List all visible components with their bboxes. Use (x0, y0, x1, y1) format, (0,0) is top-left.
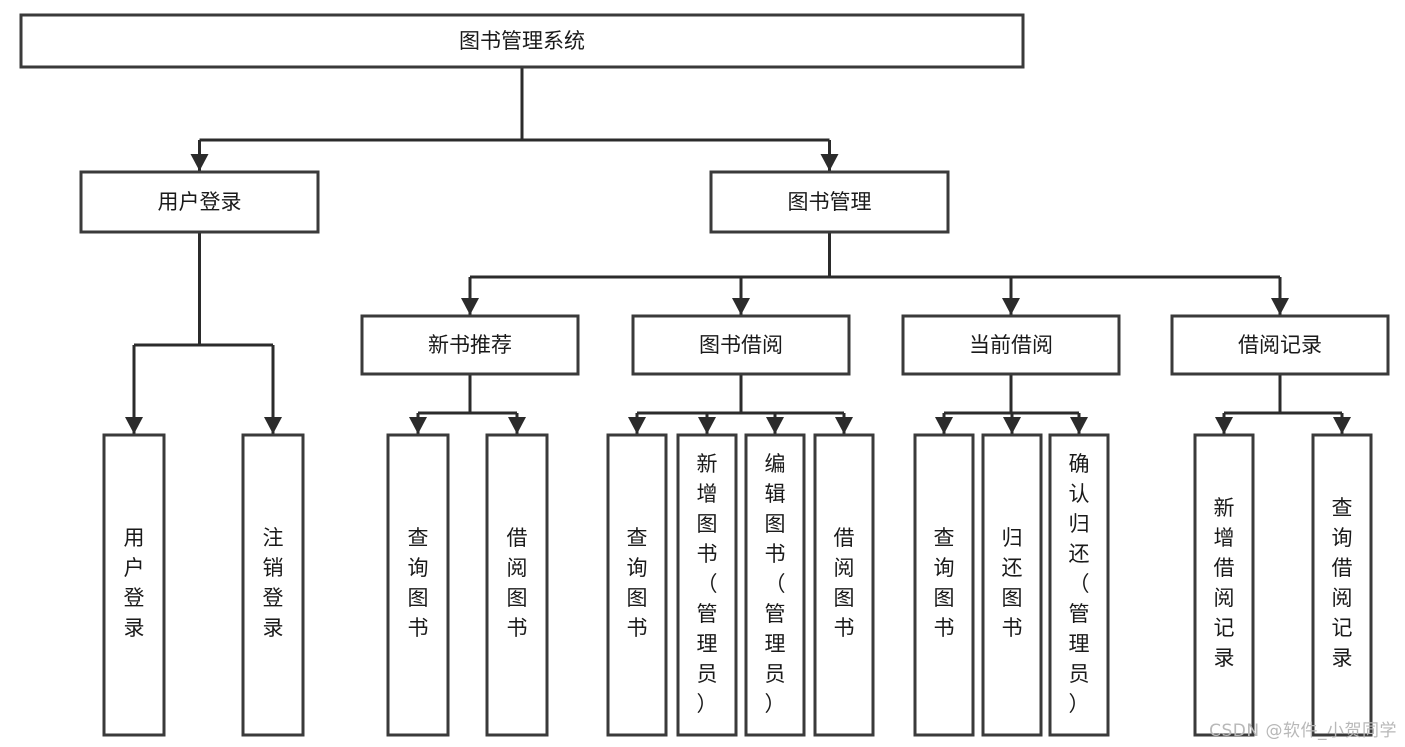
node-leaf-add-book-label: 新增图书（管理员） (697, 452, 718, 716)
node-leaf-add-record-label: 新增借阅记录 (1214, 496, 1235, 670)
node-current-borrow-box (901, 314, 1121, 376)
node-leaf-query-record[interactable]: 查询借阅记录 (1311, 433, 1373, 737)
node-current-borrow[interactable]: 当前借阅 (901, 314, 1121, 376)
node-book-borrow-label: 图书借阅 (699, 333, 783, 357)
node-leaf-query-record-box (1311, 433, 1373, 737)
arrow-head-icon (125, 417, 143, 434)
arrow-head-icon (766, 417, 784, 434)
node-leaf-borrow-book-1-label: 借阅图书 (507, 526, 528, 640)
node-leaf-confirm-return-box (1048, 433, 1110, 737)
node-leaf-query-book-1-label: 查询图书 (408, 526, 429, 640)
arrow-head-icon (409, 417, 427, 434)
node-leaf-borrow-book-2[interactable]: 借阅图书 (813, 433, 875, 737)
node-leaf-query-book-1[interactable]: 查询图书 (386, 433, 450, 737)
arrow-head-icon (835, 417, 853, 434)
node-leaf-logout[interactable]: 注销登录 (241, 433, 305, 737)
node-borrow-record-label: 借阅记录 (1238, 333, 1322, 357)
arrow-head-icon (698, 417, 716, 434)
node-leaf-add-record[interactable]: 新增借阅记录 (1193, 433, 1255, 737)
node-root-system-label: 图书管理系统 (459, 29, 585, 53)
node-leaf-add-book-box (676, 433, 738, 737)
node-current-borrow-label: 当前借阅 (969, 333, 1053, 357)
arrow-head-icon (1333, 417, 1351, 434)
node-leaf-confirm-return-label: 确认归还（管理员） (1069, 452, 1090, 716)
node-book-borrow[interactable]: 图书借阅 (631, 314, 851, 376)
node-leaf-confirm-return[interactable]: 确认归还（管理员） (1048, 433, 1110, 737)
arrow-head-icon (1271, 298, 1289, 315)
node-leaf-query-book-3-box (913, 433, 975, 737)
node-borrow-record[interactable]: 借阅记录 (1170, 314, 1390, 376)
node-leaf-borrow-book-2-label: 借阅图书 (834, 526, 855, 640)
node-leaf-borrow-book-2-box (813, 433, 875, 737)
arrow-head-icon (190, 154, 209, 171)
arrow-head-icon (1003, 417, 1021, 434)
arrow-head-icon (732, 298, 750, 315)
node-book-management-label: 图书管理 (788, 190, 872, 214)
node-book-borrow-box (631, 314, 851, 376)
arrow-head-icon (264, 417, 282, 434)
node-leaf-edit-book-label: 编辑图书（管理员） (765, 452, 786, 716)
node-leaf-add-record-box (1193, 433, 1255, 737)
node-leaf-query-book-1-box (386, 433, 450, 737)
node-root-system[interactable]: 图书管理系统 (19, 13, 1025, 69)
arrow-head-icon (1002, 298, 1020, 315)
node-book-management-box (709, 170, 950, 234)
node-root-system-box (19, 13, 1025, 69)
arrow-head-icon (508, 417, 526, 434)
node-leaf-add-book[interactable]: 新增图书（管理员） (676, 433, 738, 737)
node-leaf-query-book-3[interactable]: 查询图书 (913, 433, 975, 737)
node-leaf-query-book-2-box (606, 433, 668, 737)
node-leaf-user-login[interactable]: 用户登录 (102, 433, 166, 737)
arrow-head-icon (1215, 417, 1233, 434)
node-leaf-logout-label: 注销登录 (263, 526, 284, 640)
node-leaf-query-book-3-label: 查询图书 (934, 526, 955, 640)
node-user-login[interactable]: 用户登录 (79, 170, 320, 234)
node-leaf-edit-book[interactable]: 编辑图书（管理员） (744, 433, 806, 737)
node-leaf-edit-book-box (744, 433, 806, 737)
node-leaf-query-record-label: 查询借阅记录 (1332, 496, 1353, 670)
node-leaf-return-book-box (981, 433, 1043, 737)
arrow-head-icon (1070, 417, 1088, 434)
node-leaf-return-book[interactable]: 归还图书 (981, 433, 1043, 737)
nodes-layer: 图书管理系统用户登录图书管理新书推荐图书借阅当前借阅借阅记录用户登录注销登录查询… (19, 13, 1390, 737)
arrow-head-icon (820, 154, 839, 171)
arrow-head-icon (461, 298, 479, 315)
node-leaf-user-login-label: 用户登录 (124, 526, 145, 640)
node-new-book-recommend-label: 新书推荐 (428, 333, 512, 357)
arrow-head-icon (935, 417, 953, 434)
node-leaf-return-book-label: 归还图书 (1002, 526, 1023, 640)
node-borrow-record-box (1170, 314, 1390, 376)
node-leaf-query-book-2-label: 查询图书 (627, 526, 648, 640)
node-user-login-label: 用户登录 (158, 190, 242, 214)
node-new-book-recommend-box (360, 314, 580, 376)
node-book-management[interactable]: 图书管理 (709, 170, 950, 234)
node-leaf-user-login-box (102, 433, 166, 737)
node-leaf-query-book-2[interactable]: 查询图书 (606, 433, 668, 737)
node-leaf-borrow-book-1-box (485, 433, 549, 737)
node-new-book-recommend[interactable]: 新书推荐 (360, 314, 580, 376)
arrow-head-icon (628, 417, 646, 434)
node-user-login-box (79, 170, 320, 234)
node-leaf-logout-box (241, 433, 305, 737)
node-leaf-borrow-book-1[interactable]: 借阅图书 (485, 433, 549, 737)
connectors-layer (125, 67, 1351, 434)
